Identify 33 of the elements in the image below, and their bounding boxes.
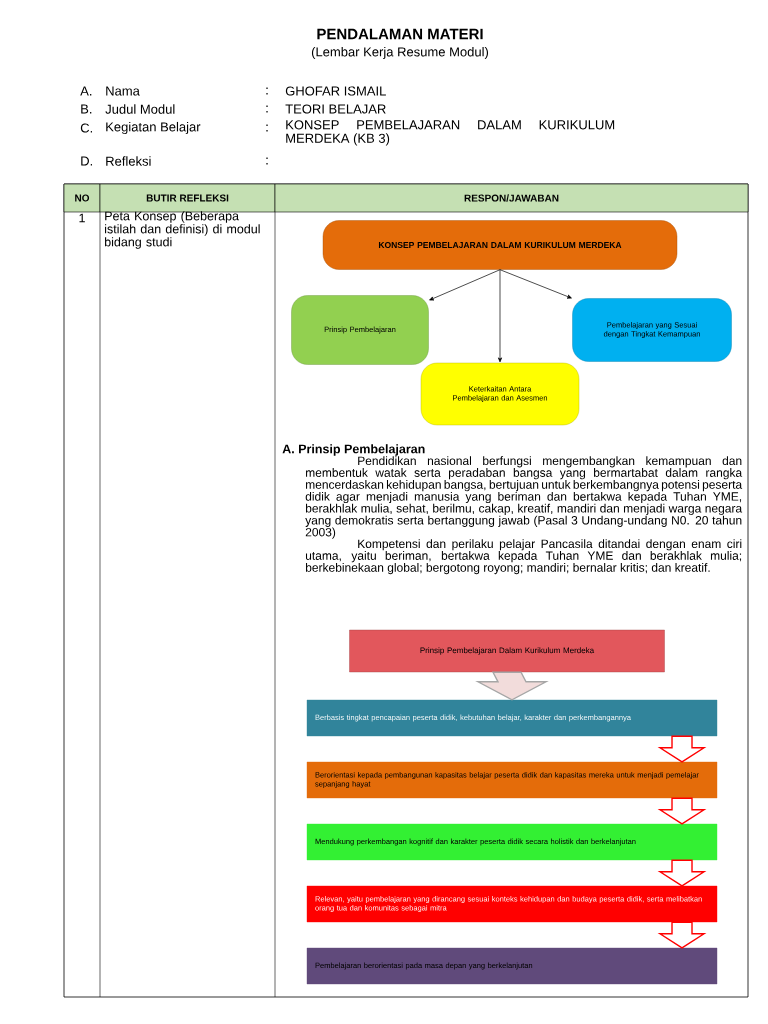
form-label: Nama [106, 86, 140, 96]
form-value: KONSEP PEMBELAJARAN DALAM KURIKULUM MERDEKA (KB 3) [286, 120, 615, 146]
paragraph: Pendidikan nasional berfungsi mengembangkan kemampuan dan membentuk watak serta peradaban bangsa yang bermartabat dalam rangka mencerdaskan kehidupan bangsa, bertujuan untuk berkembangnya potensi peserta didik agar menjadi manusia yang beriman dan bertakwa kepada Tuhan YME, berakhlak mulia, sehat, berilmu, cakap, kreatif, mandiri dan menjadi warga negara yang demokratis serta bertanggung jawab (Pasal 3 Undang-undang N0. 20 tahun 2003) [305, 456, 743, 539]
cell-text: Peta Konsep (Beberapa istilah dan definisi) di modul bidang studi [105, 211, 260, 249]
colon: : [266, 87, 268, 95]
concept-box: KONSEP PEMBELAJARAN DALAM KURIKULUM MERDEKA [322, 220, 678, 270]
block-arrow [475, 671, 549, 701]
title: PENDALAMAN MATERI [317, 28, 483, 40]
block-arrow [657, 797, 707, 825]
row-number: 1 [79, 213, 85, 223]
arrow [499, 269, 572, 299]
colon: : [266, 105, 268, 113]
heading-box: Prinsip Pembelajaran Dalam Kurikulum Merdeka [349, 629, 665, 673]
colon: : [266, 157, 268, 165]
form-value: TEORI BELAJAR [285, 104, 386, 114]
paragraph: Kompetensi dan perilaku pelajar Pancasila ditandai dengan enam ciri utama, yaitu beriman, bertakwa kepada Tuhan YME dan berakhlak mulia; berkebinekaan global; bergotong royong; mandiri; bernalar kritis; dan kreatif. [305, 539, 742, 575]
form-label: Refleksi [106, 156, 151, 166]
list-letter: D. [81, 156, 92, 166]
arrow [429, 269, 501, 301]
form-label: Judul Modul [105, 104, 175, 114]
block-arrow [657, 921, 707, 949]
list-letter: A. [80, 86, 92, 96]
subtitle: (Lembar Kerja Resume Modul) [311, 46, 489, 60]
section-heading: A. Prinsip Pembelajaran [282, 444, 425, 456]
colon: : [266, 124, 268, 132]
list-letter: B. [81, 104, 92, 114]
block-arrow [657, 735, 707, 763]
form-label: Kegiatan Belajar [106, 121, 201, 135]
list-letter: C. [80, 123, 92, 133]
form-value: GHOFAR ISMAIL [285, 86, 386, 96]
table-header-cell: NO [63, 183, 101, 213]
block-arrow [657, 859, 707, 887]
arrow [497, 269, 503, 363]
